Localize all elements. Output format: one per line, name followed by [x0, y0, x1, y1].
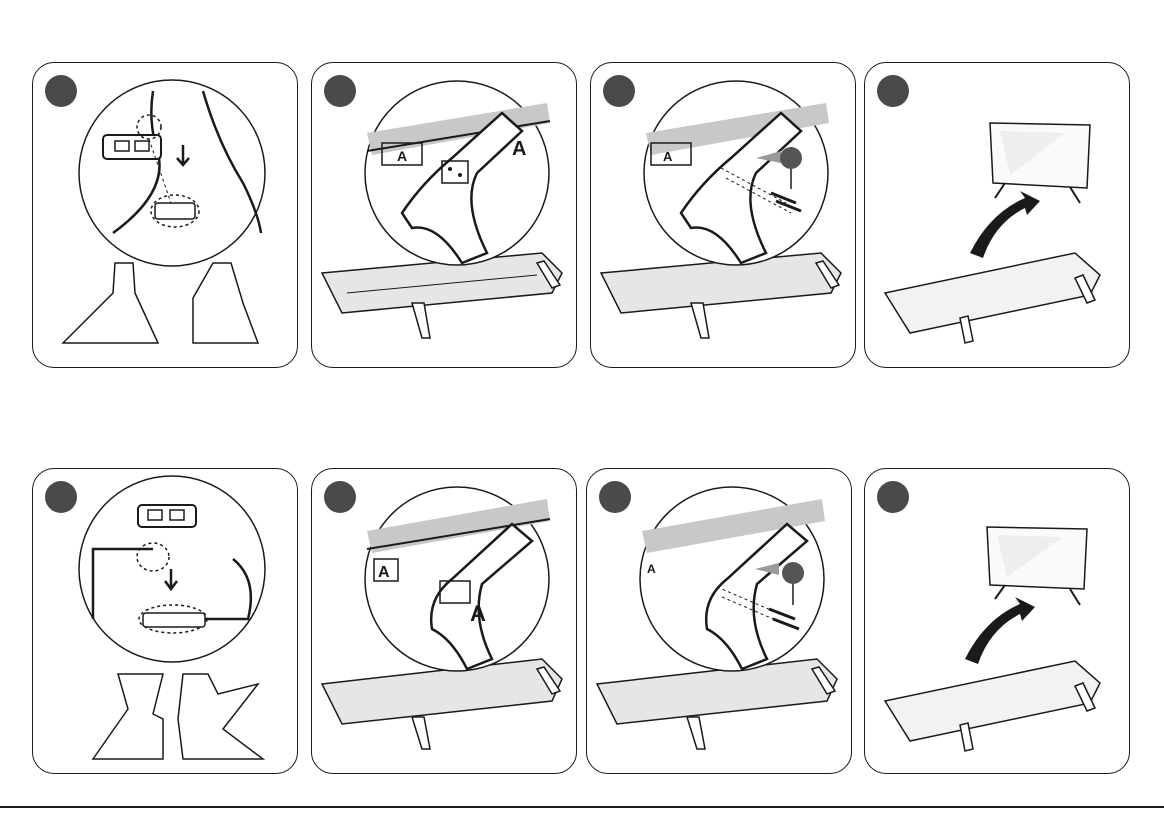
insert-screws-illustration: A [591, 63, 856, 368]
part-label-a: A [663, 149, 673, 164]
tv-lying-flat [885, 661, 1100, 741]
part-label-a: A [470, 601, 486, 626]
screw-count-bullet [780, 147, 802, 169]
stand-assembly-illustration [33, 63, 298, 368]
part-label-a: A [647, 562, 656, 576]
part-label-a: A [378, 564, 390, 581]
lift-arrow-icon [970, 191, 1040, 258]
lift-tv-illustration [865, 63, 1130, 368]
stand-foot-left [63, 263, 158, 343]
step-panel-1 [32, 62, 298, 368]
step-panel-4 [864, 62, 1130, 368]
attach-stand-illustration: A A [312, 63, 577, 368]
step-panel-6: A A [311, 468, 577, 774]
stand-assembly-illustration [33, 469, 298, 774]
attach-stand-illustration: A A [312, 469, 577, 774]
step-panel-7: A [586, 468, 852, 774]
lift-arrow-icon [965, 597, 1035, 664]
screw-count-bullet [782, 562, 804, 584]
stand-foot-left [93, 674, 163, 759]
lift-tv-illustration [865, 469, 1130, 774]
stand-foot-right [193, 263, 258, 343]
part-label-a: A [512, 138, 526, 160]
stand-bracket [138, 505, 196, 527]
footer-rule [0, 806, 1164, 808]
stand-foot-right [178, 674, 263, 759]
part-label-a: A [397, 148, 407, 164]
step-panel-3: A [590, 62, 856, 368]
step-panel-5 [32, 468, 298, 774]
step-panel-2: A A [311, 62, 577, 368]
insert-screws-illustration: A [587, 469, 852, 774]
tv-lying-flat [885, 253, 1100, 333]
step-panel-8 [864, 468, 1130, 774]
stand-bracket [103, 135, 161, 159]
